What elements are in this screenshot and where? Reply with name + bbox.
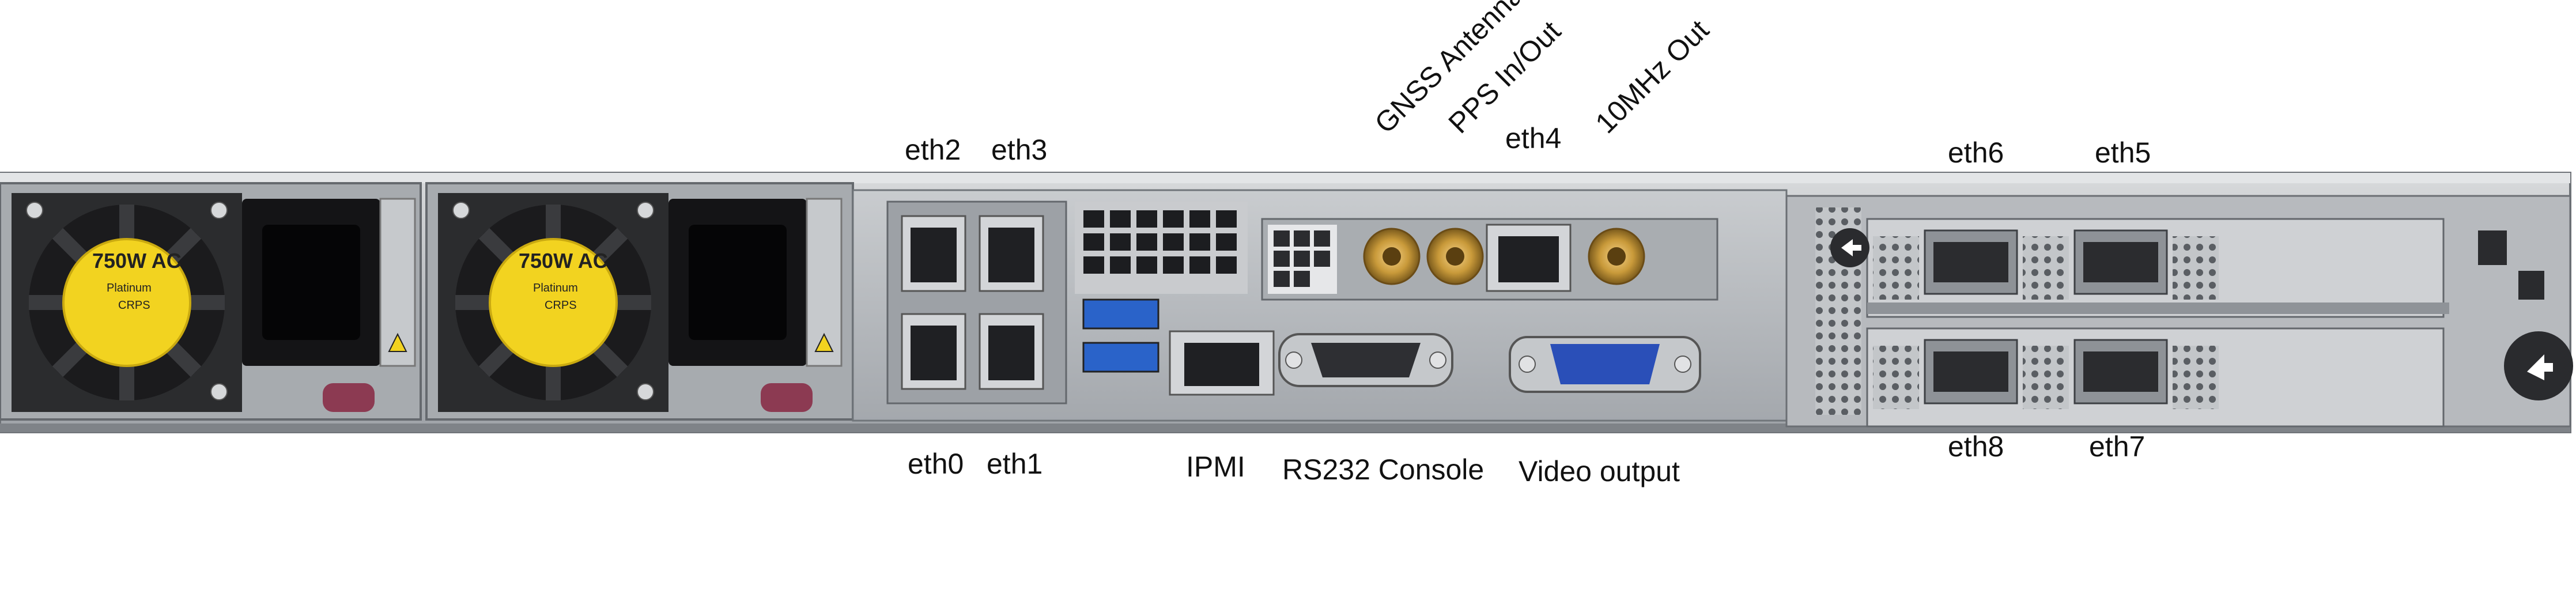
vga-port xyxy=(1509,336,1701,393)
psu-1-badge: Platinum xyxy=(107,282,152,294)
power-supply-2 xyxy=(425,182,854,421)
label-video: Video output xyxy=(1519,455,1680,487)
psu-2-badge-2: CRPS xyxy=(545,299,577,312)
power-supply-1 xyxy=(0,182,422,421)
gnss-timing-card xyxy=(1261,218,1718,301)
label-eth2: eth2 xyxy=(905,134,961,166)
psu-2-rating: 750W AC xyxy=(519,249,608,273)
label-rs232: RS232 Console xyxy=(1282,453,1485,486)
label-ipmi: IPMI xyxy=(1186,451,1245,483)
label-eth3: eth3 xyxy=(991,134,1048,166)
psu-1-rating: 750W AC xyxy=(92,249,182,273)
psu-1-badge-2: CRPS xyxy=(118,299,150,312)
label-eth7: eth7 xyxy=(2089,430,2146,463)
ipmi-port xyxy=(1169,330,1275,396)
ethernet-ports-eth0-3 xyxy=(886,201,1067,404)
label-eth1: eth1 xyxy=(987,448,1043,480)
rs232-port xyxy=(1278,333,1453,387)
label-eth4: eth4 xyxy=(1505,122,1562,154)
label-eth5: eth5 xyxy=(2095,137,2151,169)
psu-2-badge: Platinum xyxy=(533,282,578,294)
label-eth6: eth6 xyxy=(1948,137,2004,169)
label-eth0: eth0 xyxy=(908,448,964,480)
label-eth8: eth8 xyxy=(1948,430,2004,463)
sfp-card xyxy=(1866,218,2445,428)
usb-and-vents xyxy=(1075,202,1248,373)
